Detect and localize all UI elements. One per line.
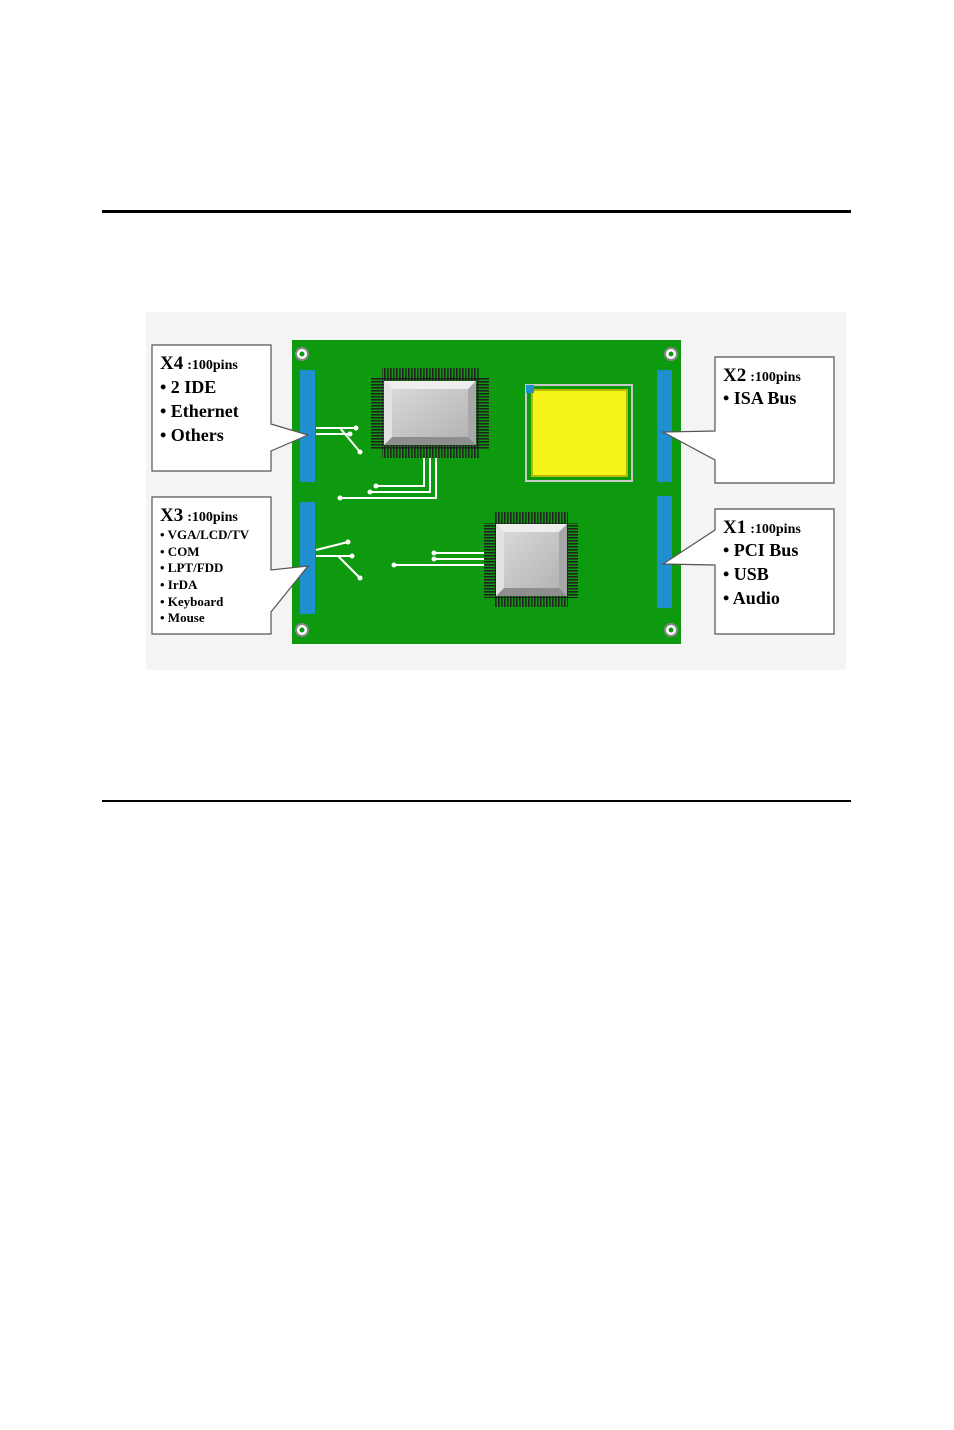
chip-bevel [496,524,567,532]
label-x4-pins: :100pins [187,358,238,373]
connector-x1-strip [657,496,672,608]
chip-bevel [384,381,476,389]
label-x3-item: • IrDA [160,577,198,592]
label-x4-item: • 2 IDE [160,377,216,397]
chip-bevel [468,381,476,445]
label-x2-item: • ISA Bus [723,388,796,408]
label-x4-item: • Ethernet [160,401,239,421]
label-x1-pins: :100pins [750,522,801,537]
label-x3-item: • COM [160,544,200,559]
label-x4-item: • Others [160,425,224,445]
label-x4-name: X4 [160,353,184,374]
label-x3-item: • Mouse [160,610,205,625]
mounting-hole-center [300,628,305,633]
connector-x2-strip [657,370,672,482]
connector-x3-strip [300,502,315,614]
mounting-hole-center [669,352,674,357]
chip-bevel [559,524,567,596]
yellow-chip [526,385,632,481]
chip-bevel [496,588,567,596]
chip-bevel [496,524,504,596]
label-x1-item: • USB [723,564,769,584]
label-x3-pins: :100pins [187,510,238,525]
label-x2-pins: :100pins [750,370,801,385]
mounting-hole-center [300,352,305,357]
label-x2-name: X2 [723,365,746,386]
label-x1-item: • Audio [723,588,780,608]
chip-bevel [384,381,392,445]
lower-qfp-chip [484,512,578,607]
label-x3-item: • LPT/FDD [160,560,223,575]
label-x3-item: • VGA/LCD/TV [160,527,250,542]
label-x3-item: • Keyboard [160,594,224,609]
chip-face [392,389,468,437]
upper-qfp-chip [371,368,489,458]
connector-x4-strip [300,370,315,482]
chip-face [504,532,559,588]
label-x1-name: X1 [723,517,746,538]
chip-bevel [384,437,476,445]
yellow-chip-marker [526,385,534,393]
label-x3-name: X3 [160,505,183,526]
label-x1-item: • PCI Bus [723,540,798,560]
mounting-hole-center [669,628,674,633]
yellow-chip-body [533,391,626,475]
